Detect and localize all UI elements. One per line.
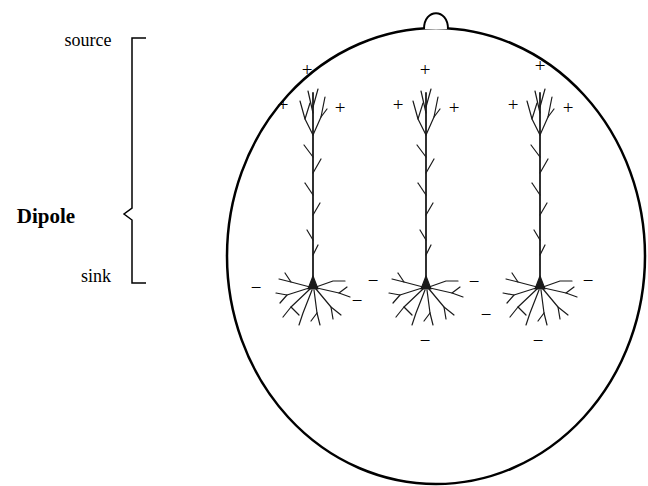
charge-sign: − (533, 331, 544, 350)
charge-sign: + (563, 98, 574, 117)
charge-sign: + (335, 98, 346, 117)
charge-sign: − (469, 272, 480, 291)
region-label: sink (81, 267, 111, 285)
region-label: source (65, 31, 112, 49)
charge-sign: − (368, 271, 379, 290)
charge-sign: + (302, 60, 313, 79)
charge-sign: − (251, 278, 262, 297)
charge-sign: − (583, 271, 594, 290)
charge-sign: + (278, 95, 289, 114)
charge-sign: − (352, 291, 363, 310)
charge-sign: + (393, 95, 404, 114)
charge-sign: + (420, 60, 431, 79)
charge-sign: − (420, 331, 431, 350)
charge-sign: + (449, 98, 460, 117)
dipole-label: Dipole (17, 206, 75, 227)
charge-sign: + (535, 56, 546, 75)
charge-sign: − (481, 305, 492, 324)
charge-sign: + (508, 95, 519, 114)
